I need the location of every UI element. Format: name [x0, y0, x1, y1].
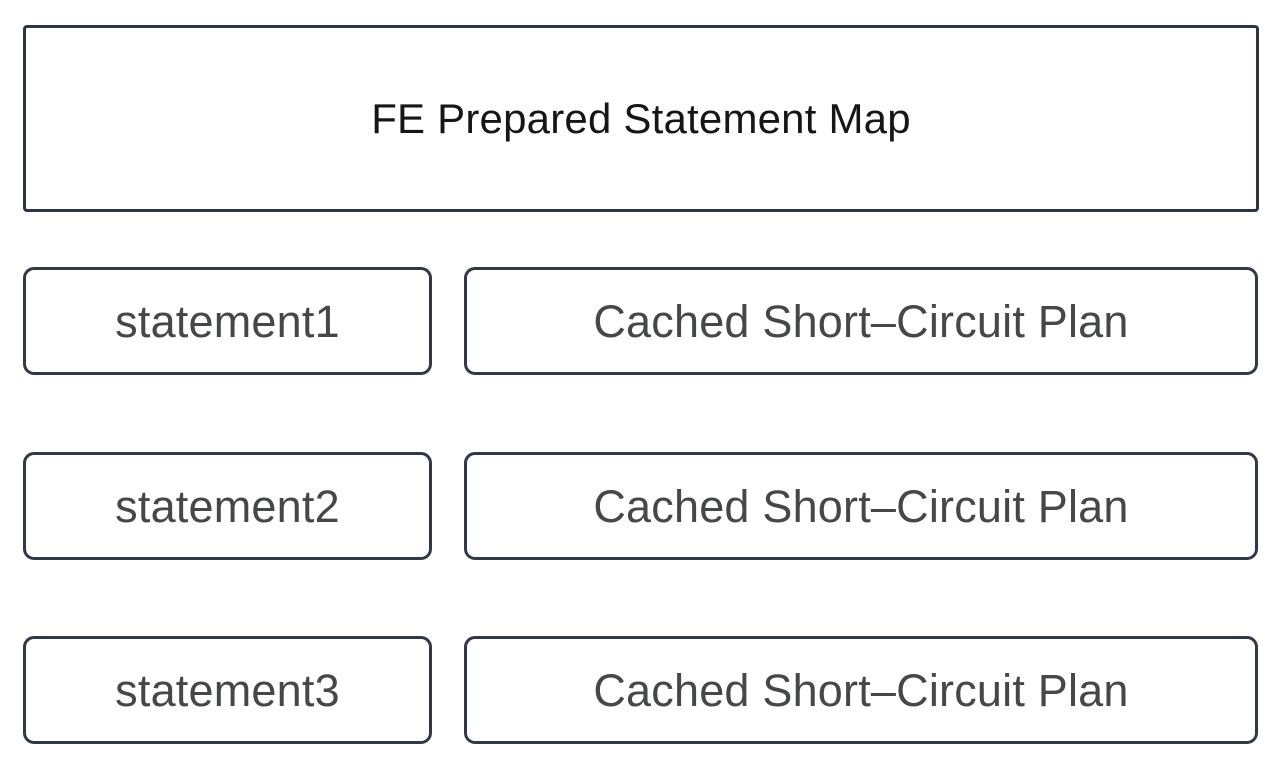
prepared-statement-map-box: FE Prepared Statement Map — [23, 25, 1259, 212]
cached-plan-label-2: Cached Short–Circuit Plan — [593, 480, 1129, 532]
statement-row: statement3 Cached Short–Circuit Plan — [0, 636, 1280, 746]
statement3-box: statement3 — [23, 636, 432, 744]
statement1-label: statement1 — [115, 295, 340, 347]
statement-row: statement2 Cached Short–Circuit Plan — [0, 452, 1280, 562]
diagram-title: FE Prepared Statement Map — [371, 94, 911, 142]
cached-plan-label-3: Cached Short–Circuit Plan — [593, 664, 1129, 716]
cached-plan-box-3: Cached Short–Circuit Plan — [464, 636, 1258, 744]
statement3-label: statement3 — [115, 664, 340, 716]
cached-plan-box-1: Cached Short–Circuit Plan — [464, 267, 1258, 375]
statement-row: statement1 Cached Short–Circuit Plan — [0, 267, 1280, 377]
statement2-label: statement2 — [115, 480, 340, 532]
cached-plan-box-2: Cached Short–Circuit Plan — [464, 452, 1258, 560]
statement1-box: statement1 — [23, 267, 432, 375]
statement2-box: statement2 — [23, 452, 432, 560]
cached-plan-label-1: Cached Short–Circuit Plan — [593, 295, 1129, 347]
